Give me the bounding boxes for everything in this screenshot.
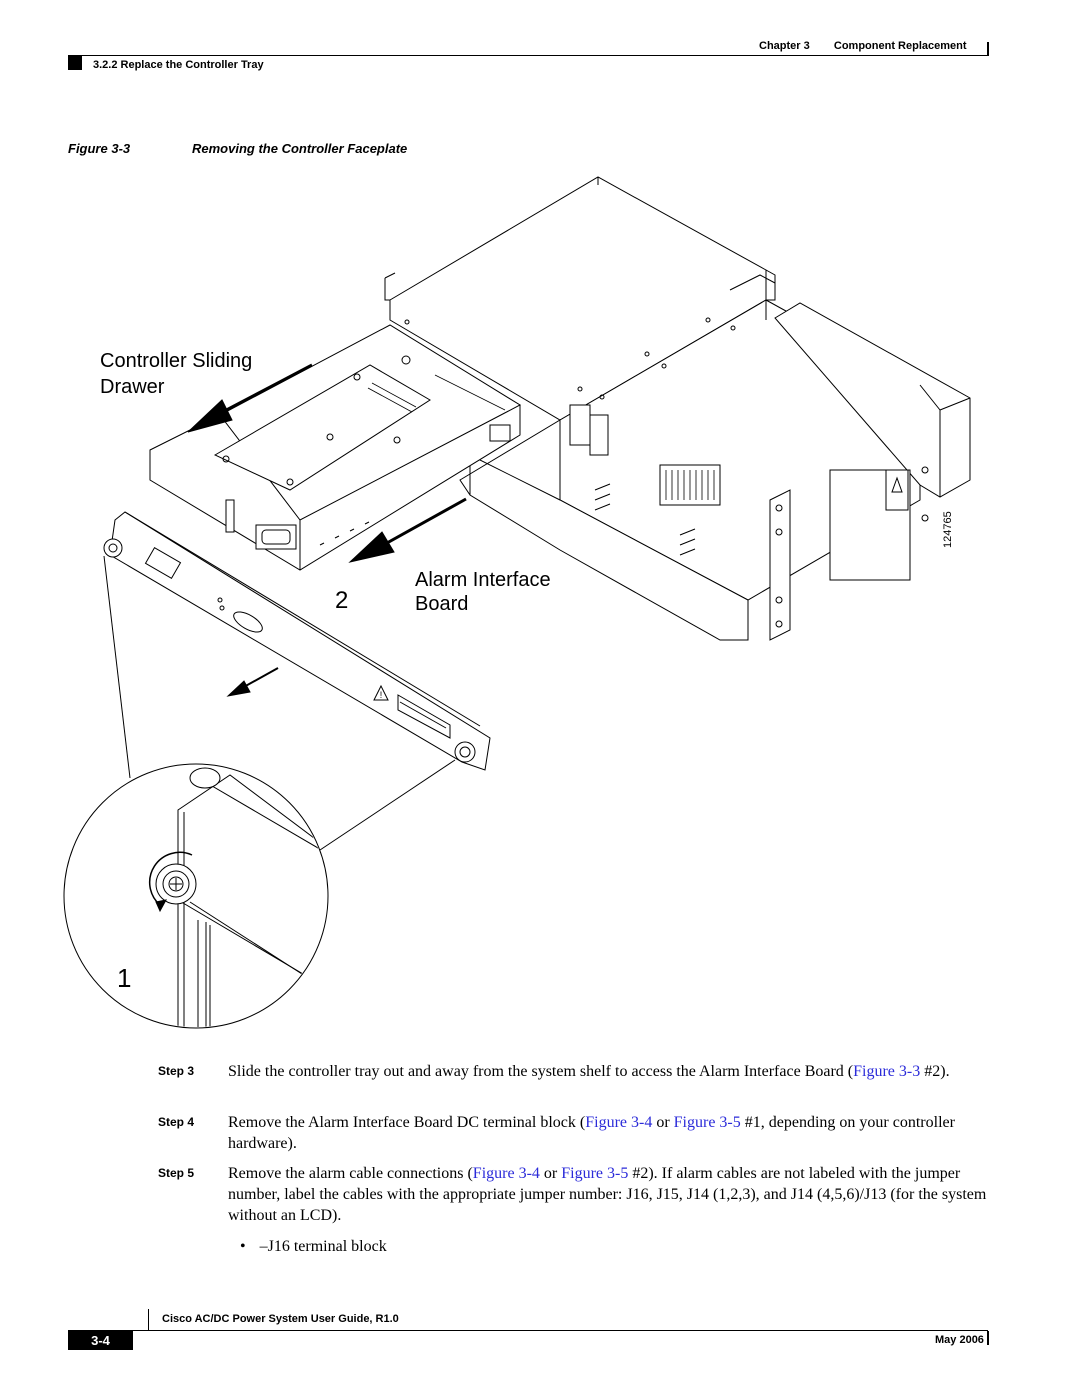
callout-number-1: 1 — [117, 963, 132, 993]
step-text-part: Slide the controller tray out and away f… — [228, 1063, 854, 1080]
bullet-item: • –J16 terminal block — [240, 1236, 387, 1257]
arrow-alarm — [348, 497, 467, 563]
svg-text:!: ! — [380, 690, 383, 700]
system-shelf — [384, 176, 971, 641]
step-label: Step 4 — [158, 1115, 195, 1129]
step-text: Remove the alarm cable connections (Figu… — [228, 1163, 988, 1226]
controller-drawer — [149, 324, 522, 571]
footer-rule — [68, 1330, 988, 1331]
section-number: 3.2.2 — [93, 59, 118, 71]
step-text-part: or — [652, 1114, 674, 1131]
section-title: Replace the Controller Tray — [120, 59, 264, 71]
header-rule — [68, 55, 988, 56]
step-5: Step 5 Remove the alarm cable connection… — [158, 1163, 998, 1226]
chapter-number: Chapter 3 — [759, 40, 810, 52]
figure-caption: Figure 3-3 Removing the Controller Facep… — [68, 141, 407, 156]
arrow-drawer — [187, 363, 313, 433]
chapter-title: Component Replacement — [833, 40, 967, 52]
footer-guide-title: Cisco AC/DC Power System User Guide, R1.… — [162, 1313, 399, 1325]
detail-magnifier — [63, 555, 456, 1029]
step-label: Step 5 — [158, 1166, 195, 1180]
step-text-part: #2). — [920, 1063, 950, 1080]
step-4: Step 4 Remove the Alarm Interface Board … — [158, 1112, 998, 1154]
page-number-box: 3-4 — [68, 1331, 133, 1350]
step-label: Step 3 — [158, 1064, 195, 1078]
controller-faceplate: ! — [103, 511, 491, 771]
header-section: 3.2.2 Replace the Controller Tray — [93, 59, 264, 71]
callout-alarm-board: Alarm Interface Board — [415, 568, 551, 616]
footer-rule-short — [148, 1309, 149, 1331]
step-text: Remove the Alarm Interface Board DC term… — [228, 1112, 988, 1154]
page-number: 3-4 — [91, 1333, 110, 1348]
art-number: 124765 — [942, 511, 954, 548]
callout-alarm-line2: Board — [415, 593, 469, 615]
figure-title: Removing the Controller Faceplate — [192, 141, 408, 156]
step-text-part: Remove the alarm cable connections ( — [228, 1165, 473, 1182]
header-rule-bar-right — [987, 42, 989, 56]
bullet-text: –J16 terminal block — [259, 1238, 387, 1255]
callout-number-2: 2 — [335, 587, 349, 614]
footer-rule-bar-right — [987, 1331, 989, 1345]
step-text-part: or — [539, 1165, 562, 1182]
step-text-part: #1, depending on your controller hardwar… — [228, 1114, 955, 1152]
xref-figure-3-5[interactable]: Figure 3-5 — [673, 1114, 741, 1131]
footer-date: May 2006 — [935, 1334, 984, 1346]
xref-figure-3-4[interactable]: Figure 3-4 — [585, 1114, 653, 1131]
callout-alarm-line1: Alarm Interface — [415, 569, 551, 591]
arrow-faceplate — [226, 667, 279, 697]
callout-controller-drawer: Controller Sliding Drawer — [100, 348, 252, 400]
step-text-part: Remove the Alarm Interface Board DC term… — [228, 1114, 586, 1131]
step-text: Slide the controller tray out and away f… — [228, 1061, 988, 1082]
header-square-marker — [68, 56, 82, 70]
bullet-symbol: • — [240, 1238, 246, 1255]
header-chapter: Chapter 3 Component Replacement — [759, 40, 967, 52]
xref-figure-3-3[interactable]: Figure 3-3 — [853, 1063, 921, 1080]
callout-drawer-line2: Drawer — [100, 376, 165, 398]
xref-figure-3-4[interactable]: Figure 3-4 — [472, 1165, 540, 1182]
figure-label: Figure 3-3 — [68, 141, 131, 156]
step-text-part: #2). If alarm cables are not labeled wit… — [228, 1165, 987, 1224]
callout-drawer-line1: Controller Sliding — [100, 350, 253, 372]
xref-figure-3-5[interactable]: Figure 3-5 — [561, 1165, 629, 1182]
step-3: Step 3 Slide the controller tray out and… — [158, 1061, 998, 1082]
figure-illustration: ! — [63, 176, 971, 1029]
